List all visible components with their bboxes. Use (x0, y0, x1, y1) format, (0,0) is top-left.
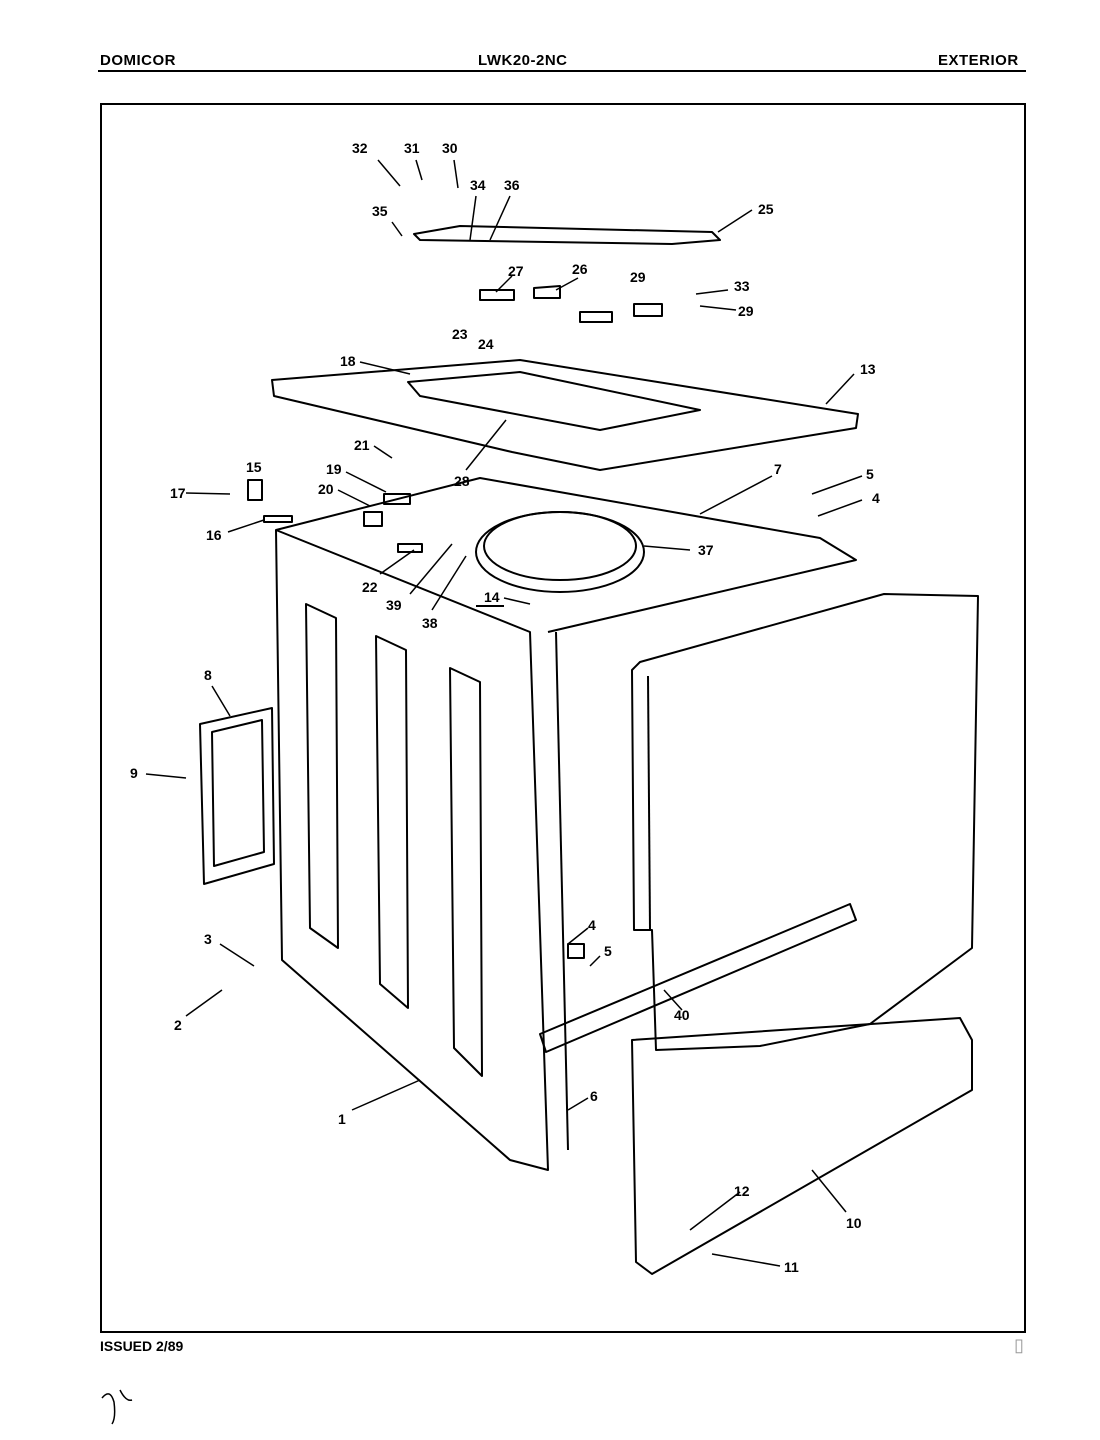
callout-label: 6 (590, 1088, 598, 1104)
side-panel-slot (375, 635, 409, 1009)
callout-label: 9 (130, 765, 138, 781)
handwritten-mark (101, 1389, 133, 1425)
callout-label: 5 (866, 466, 874, 482)
callout-label: 35 (372, 203, 388, 219)
rear-panel-part (631, 593, 979, 1051)
callout-label: 24 (478, 336, 494, 352)
callout-label: 13 (860, 361, 876, 377)
callout-label: 28 (454, 473, 470, 489)
diagram-frame (100, 103, 1026, 1333)
callout-label: 2 (174, 1017, 182, 1033)
callout-label: 23 (452, 326, 468, 342)
callout-label: 7 (774, 461, 782, 477)
callout-label: 12 (734, 1183, 750, 1199)
callout-label: 30 (442, 140, 458, 156)
toe-panel-part (631, 1017, 973, 1275)
callout-label: 27 (508, 263, 524, 279)
side-panel-slot (449, 667, 483, 1077)
callout-label: 16 (206, 527, 222, 543)
top-panel-part (271, 359, 859, 471)
issued-date: ISSUED 2/89 (100, 1338, 184, 1354)
callout-label: 20 (318, 481, 334, 497)
callout-label: 29 (738, 303, 754, 319)
callout-label: 4 (588, 917, 596, 933)
brand-label: DOMICOR (100, 52, 176, 69)
callout-label: 40 (674, 1007, 690, 1023)
model-number: LWK20-2NC (478, 52, 568, 69)
callout-label: 3 (204, 931, 212, 947)
callout-label: 25 (758, 201, 774, 217)
callout-label: 11 (784, 1259, 799, 1275)
lid-part (413, 225, 721, 245)
callout-label: 39 (386, 597, 402, 613)
corner-mark-icon: ▯ (1014, 1335, 1024, 1355)
callout-label: 26 (572, 261, 588, 277)
callout-label: 36 (504, 177, 520, 193)
callout-label: 31 (404, 140, 420, 156)
callout-label: 4 (872, 490, 880, 506)
callout-label: 34 (470, 177, 486, 193)
cross-rail-part (539, 903, 857, 1053)
header-rule (98, 70, 1026, 72)
callout-label: 1 (338, 1111, 346, 1127)
callout-label: 33 (734, 278, 750, 294)
callout-label: 19 (326, 461, 342, 477)
callout-label: 38 (422, 615, 438, 631)
callout-label: 8 (204, 667, 212, 683)
callout-label: 37 (698, 542, 714, 558)
callout-label: 21 (354, 437, 370, 453)
callout-label: 10 (846, 1215, 862, 1231)
callout-label: 22 (362, 579, 378, 595)
callout-label: 5 (604, 943, 612, 959)
callout-label: 29 (630, 269, 646, 285)
cabinet-side-panel (275, 529, 549, 1171)
callout-label: 17 (170, 485, 186, 501)
callout-label: 14 (484, 589, 500, 605)
side-panel-slot (305, 603, 339, 949)
callout-label: 32 (352, 140, 368, 156)
access-door-part (199, 707, 275, 885)
callout-label: 18 (340, 353, 356, 369)
section-title: EXTERIOR (938, 52, 1019, 69)
callout-label: 15 (246, 459, 262, 475)
